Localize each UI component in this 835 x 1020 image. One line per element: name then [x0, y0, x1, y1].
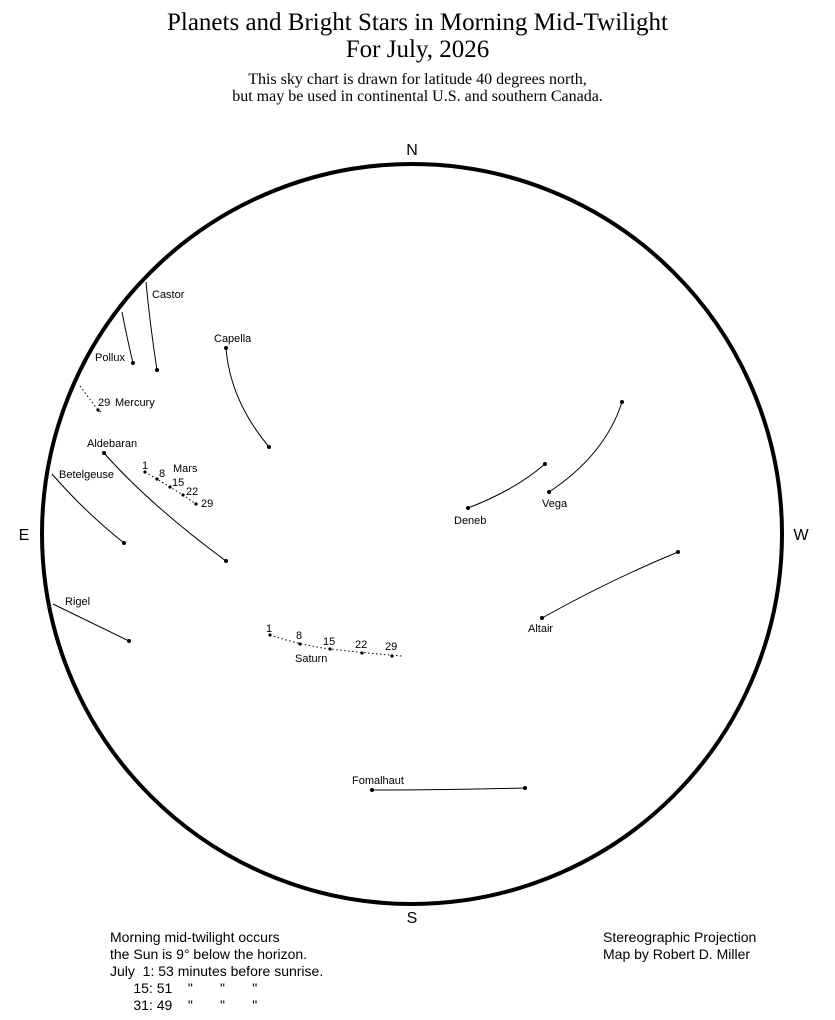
vega-track	[548, 401, 623, 493]
saturn-dot-8	[298, 642, 302, 646]
castor-dot	[155, 368, 159, 372]
rigel-label: Rigel	[65, 596, 90, 608]
saturn-date-1: 1	[266, 623, 272, 635]
vega-label: Vega	[542, 498, 568, 510]
fomalhaut-label: Fomalhaut	[352, 775, 404, 787]
deneb-dot	[543, 462, 547, 466]
capella-start-dot	[224, 346, 228, 350]
saturn-label: Saturn	[295, 653, 327, 665]
chart-title-date: For July, 2026	[345, 36, 490, 63]
mars-date-22: 22	[186, 486, 198, 498]
saturn-date-29: 29	[385, 641, 397, 653]
pollux-label: Pollux	[95, 352, 125, 364]
mars-dot-1	[143, 470, 147, 474]
south-label: S	[407, 910, 418, 927]
altair-dot	[676, 550, 680, 554]
capella-dot	[267, 445, 271, 449]
mars-dot-22	[181, 493, 185, 497]
fomalhaut-start-dot	[370, 788, 374, 792]
mercury-date-29: 29	[98, 397, 110, 409]
fomalhaut-dot	[523, 786, 527, 790]
east-label: E	[19, 527, 30, 544]
mars-label: Mars	[173, 463, 198, 475]
castor-track	[145, 281, 158, 371]
twilight-note-line-1: Morning mid-twilight occurs	[110, 929, 280, 945]
capella-label: Capella	[214, 333, 252, 345]
betelgeuse-label: Betelgeuse	[59, 469, 114, 481]
saturn-dot-29	[390, 654, 394, 658]
pollux-track	[121, 311, 134, 364]
chart-subtitle-line-2: but may be used in continental U.S. and …	[232, 88, 603, 105]
betelgeuse-track	[51, 473, 125, 544]
vega-start-dot	[547, 490, 551, 494]
saturn-dot-1	[268, 633, 272, 637]
rigel-track	[52, 603, 130, 642]
saturn-dot-15	[328, 647, 332, 651]
mars-date-1: 1	[142, 460, 148, 472]
mars-dot-29	[194, 502, 198, 506]
chart-subtitle-line-1: This sky chart is drawn for latitude 40 …	[248, 71, 587, 88]
mars-dot-8	[155, 477, 159, 481]
twilight-note-line-4: 15: 51 " " "	[110, 980, 258, 996]
west-label: W	[793, 527, 809, 544]
projection-credit: Stereographic Projection	[603, 929, 757, 945]
altair-label: Altair	[528, 623, 553, 635]
rigel-dot	[127, 639, 131, 643]
aldebaran-dot	[224, 559, 228, 563]
altair-start-dot	[540, 616, 544, 620]
pollux-dot	[131, 361, 135, 365]
mars-date-15: 15	[172, 477, 184, 489]
deneb-start-dot	[466, 506, 470, 510]
aldebaran-track	[103, 452, 227, 562]
mars-date-8: 8	[159, 468, 165, 480]
saturn-date-15: 15	[323, 636, 335, 648]
saturn-path	[269, 634, 403, 657]
mercury-dot-29	[96, 408, 100, 412]
deneb-label: Deneb	[454, 515, 486, 527]
betelgeuse-dot	[122, 541, 126, 545]
twilight-note-line-5: 31: 49 " " "	[110, 997, 258, 1013]
fomalhaut-track	[371, 787, 526, 791]
author-credit: Map by Robert D. Miller	[603, 946, 751, 962]
saturn-dot-22	[360, 651, 364, 655]
twilight-note-line-2: the Sun is 9° below the horizon.	[110, 946, 308, 962]
mercury-label: Mercury	[115, 397, 155, 409]
deneb-track	[467, 463, 546, 509]
saturn-date-8: 8	[296, 630, 302, 642]
aldebaran-label: Aldebaran	[87, 438, 137, 450]
capella-track	[225, 347, 270, 448]
saturn-date-22: 22	[355, 639, 367, 651]
twilight-note-line-3: July 1: 53 minutes before sunrise.	[110, 963, 324, 979]
mars-date-29: 29	[201, 498, 213, 510]
north-label: N	[406, 142, 418, 159]
altair-track	[541, 551, 679, 619]
mars-dot-15	[168, 485, 172, 489]
castor-label: Castor	[152, 289, 185, 301]
chart-title: Planets and Bright Stars in Morning Mid-…	[166, 9, 668, 36]
vega-dot	[620, 400, 624, 404]
aldebaran-start-dot	[102, 451, 106, 455]
horizon-circle	[40, 162, 784, 906]
